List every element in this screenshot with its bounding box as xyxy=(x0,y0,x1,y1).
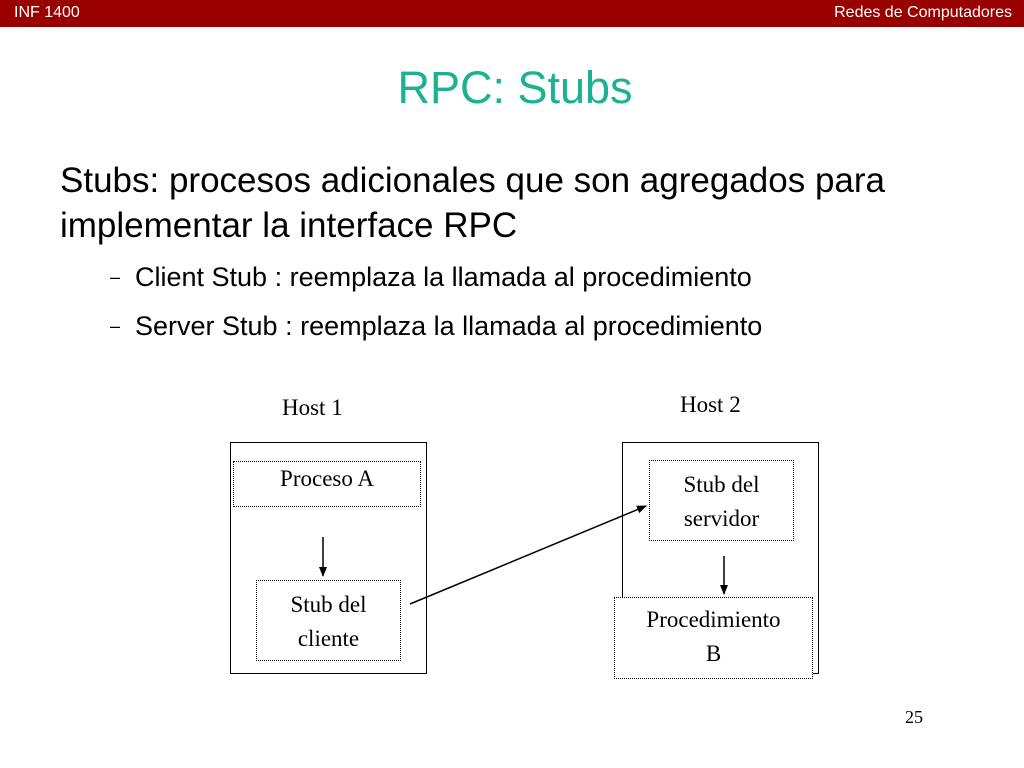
process-a-label: Proceso A xyxy=(280,466,374,491)
process-a-box: Proceso A xyxy=(233,461,421,507)
course-subject: Redes de Computadores xyxy=(834,4,1012,21)
host1-box xyxy=(230,442,427,674)
sub-bullet-text: Server Stub : reemplaza la llamada al pr… xyxy=(135,311,763,341)
dash-marker: – xyxy=(110,267,121,287)
host2-label: Host 2 xyxy=(680,392,741,417)
arrow-client-to-server-stub xyxy=(409,505,647,605)
procedure-b-line1: Procedimiento xyxy=(646,607,781,632)
sub-bullet-text: Client Stub : reemplaza la llamada al pr… xyxy=(135,262,752,292)
dash-marker: – xyxy=(110,316,121,336)
page-number: 25 xyxy=(905,707,923,727)
procedure-b-line2: B xyxy=(705,641,722,666)
client-stub-box: Stub del cliente xyxy=(256,580,401,661)
slide-title: RPC: Stubs xyxy=(397,62,633,113)
sub-bullet-server: –Server Stub : reemplaza la llamada al p… xyxy=(110,311,762,342)
sub-bullet-client: –Client Stub : reemplaza la llamada al p… xyxy=(110,262,752,293)
course-code: INF 1400 xyxy=(14,4,80,21)
host1-label: Host 1 xyxy=(282,395,343,420)
procedure-b-box: Procedimiento B xyxy=(614,597,813,679)
client-stub-line1: Stub del xyxy=(290,592,367,617)
client-stub-line2: cliente xyxy=(297,626,360,651)
main-bullet: Stubs: procesos adicionales que son agre… xyxy=(60,161,885,245)
header-bar: INF 1400 Redes de Computadores xyxy=(0,0,1024,27)
server-stub-line1: Stub del xyxy=(683,472,760,497)
server-stub-line2: servidor xyxy=(683,506,760,531)
server-stub-box: Stub del servidor xyxy=(649,460,794,541)
